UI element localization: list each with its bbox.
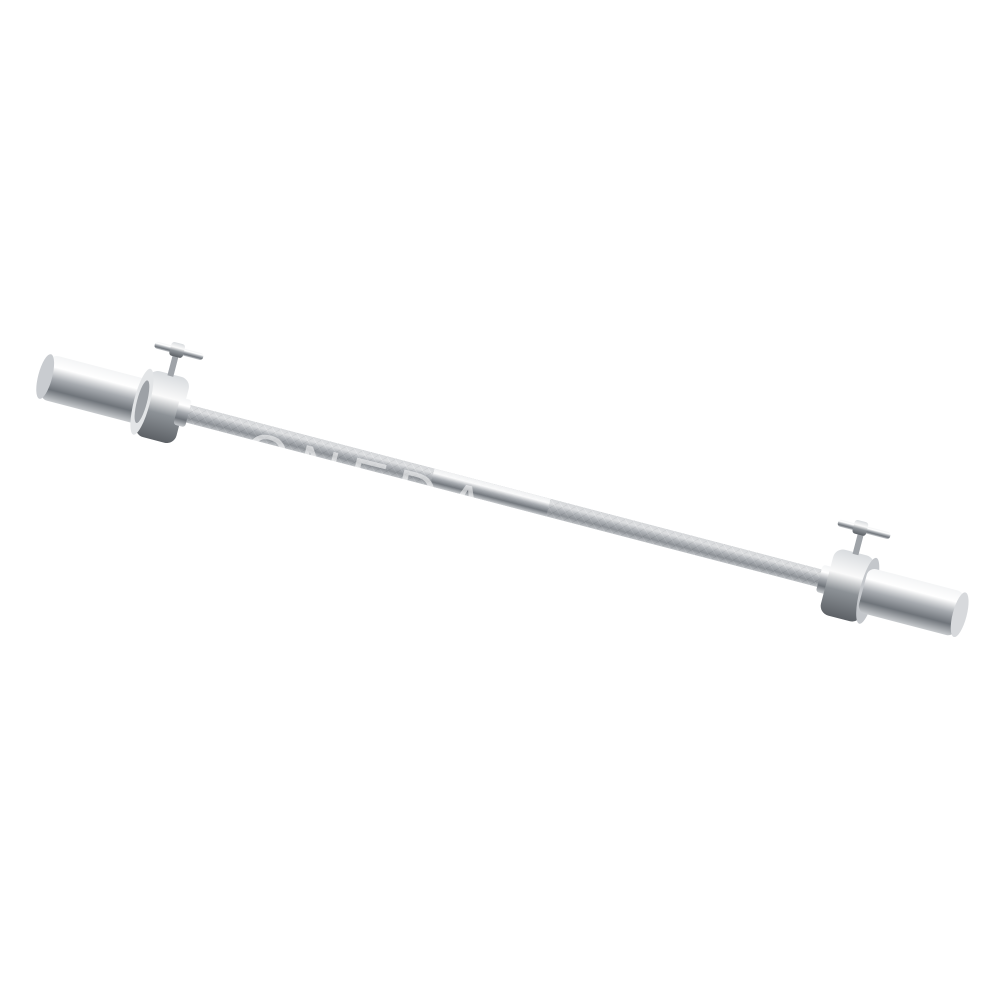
left-clamp-screw xyxy=(154,341,204,377)
left-collar xyxy=(130,368,192,444)
barbell-shaft xyxy=(174,402,826,588)
right-clamp-screw xyxy=(837,519,891,556)
right-sleeve xyxy=(858,569,969,638)
